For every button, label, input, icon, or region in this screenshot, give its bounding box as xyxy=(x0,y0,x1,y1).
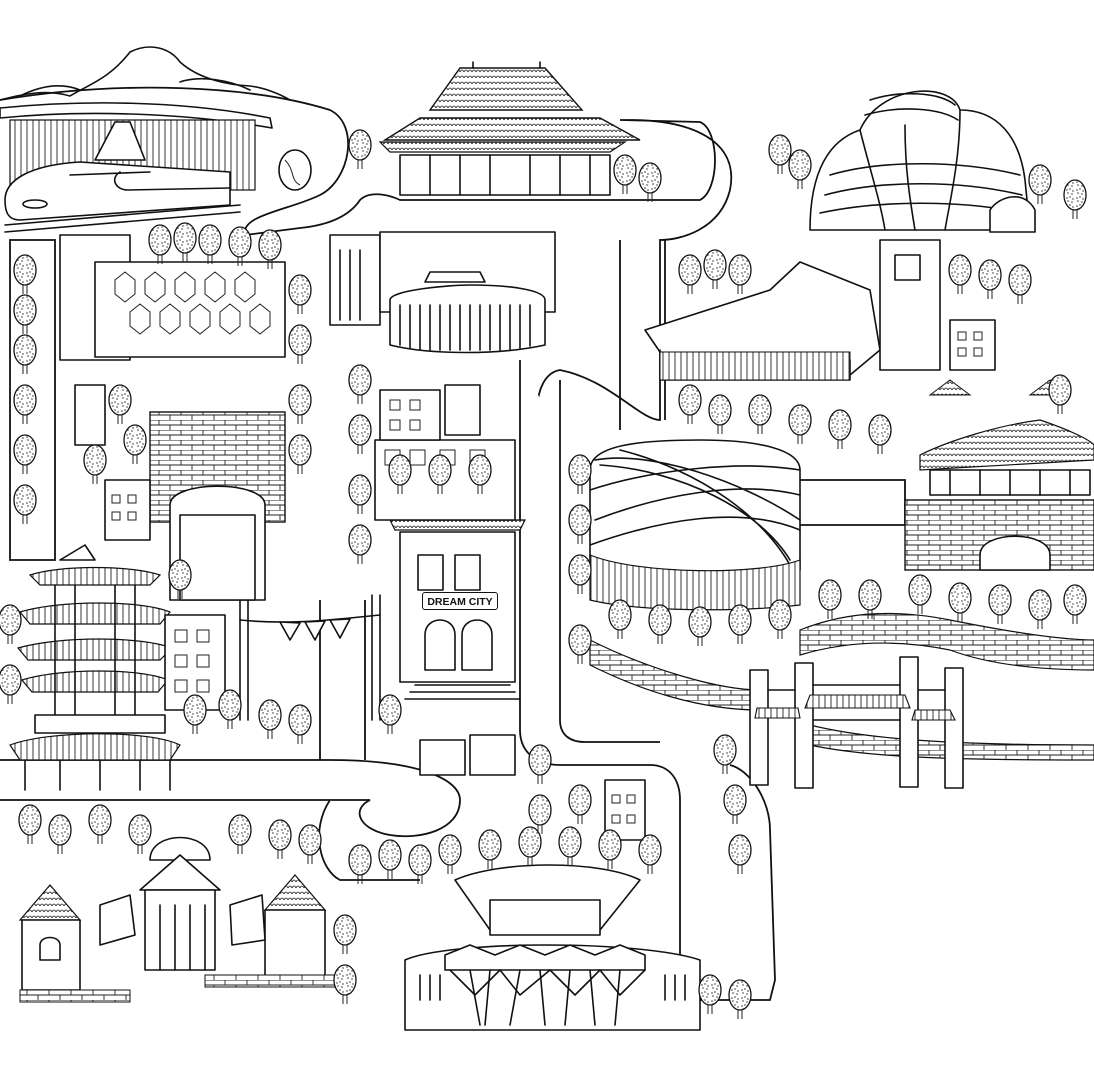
dream-city-sign: DREAM CITY xyxy=(422,592,498,610)
city-wall-gate xyxy=(904,379,1094,571)
round-tower xyxy=(329,231,556,354)
cantilever-building xyxy=(644,239,996,381)
small-buildings xyxy=(74,384,646,841)
railway-station xyxy=(0,46,312,233)
theater xyxy=(404,864,701,1031)
brick-gate xyxy=(104,411,286,601)
colonial-houses xyxy=(18,836,336,1003)
traditional-hall xyxy=(378,61,641,196)
woven-stadium xyxy=(589,439,801,611)
hexagon-facade-building xyxy=(59,234,286,361)
paifang-archway xyxy=(589,612,1094,789)
dome-complex xyxy=(809,90,1036,233)
yellow-crane-pagoda xyxy=(9,544,181,791)
